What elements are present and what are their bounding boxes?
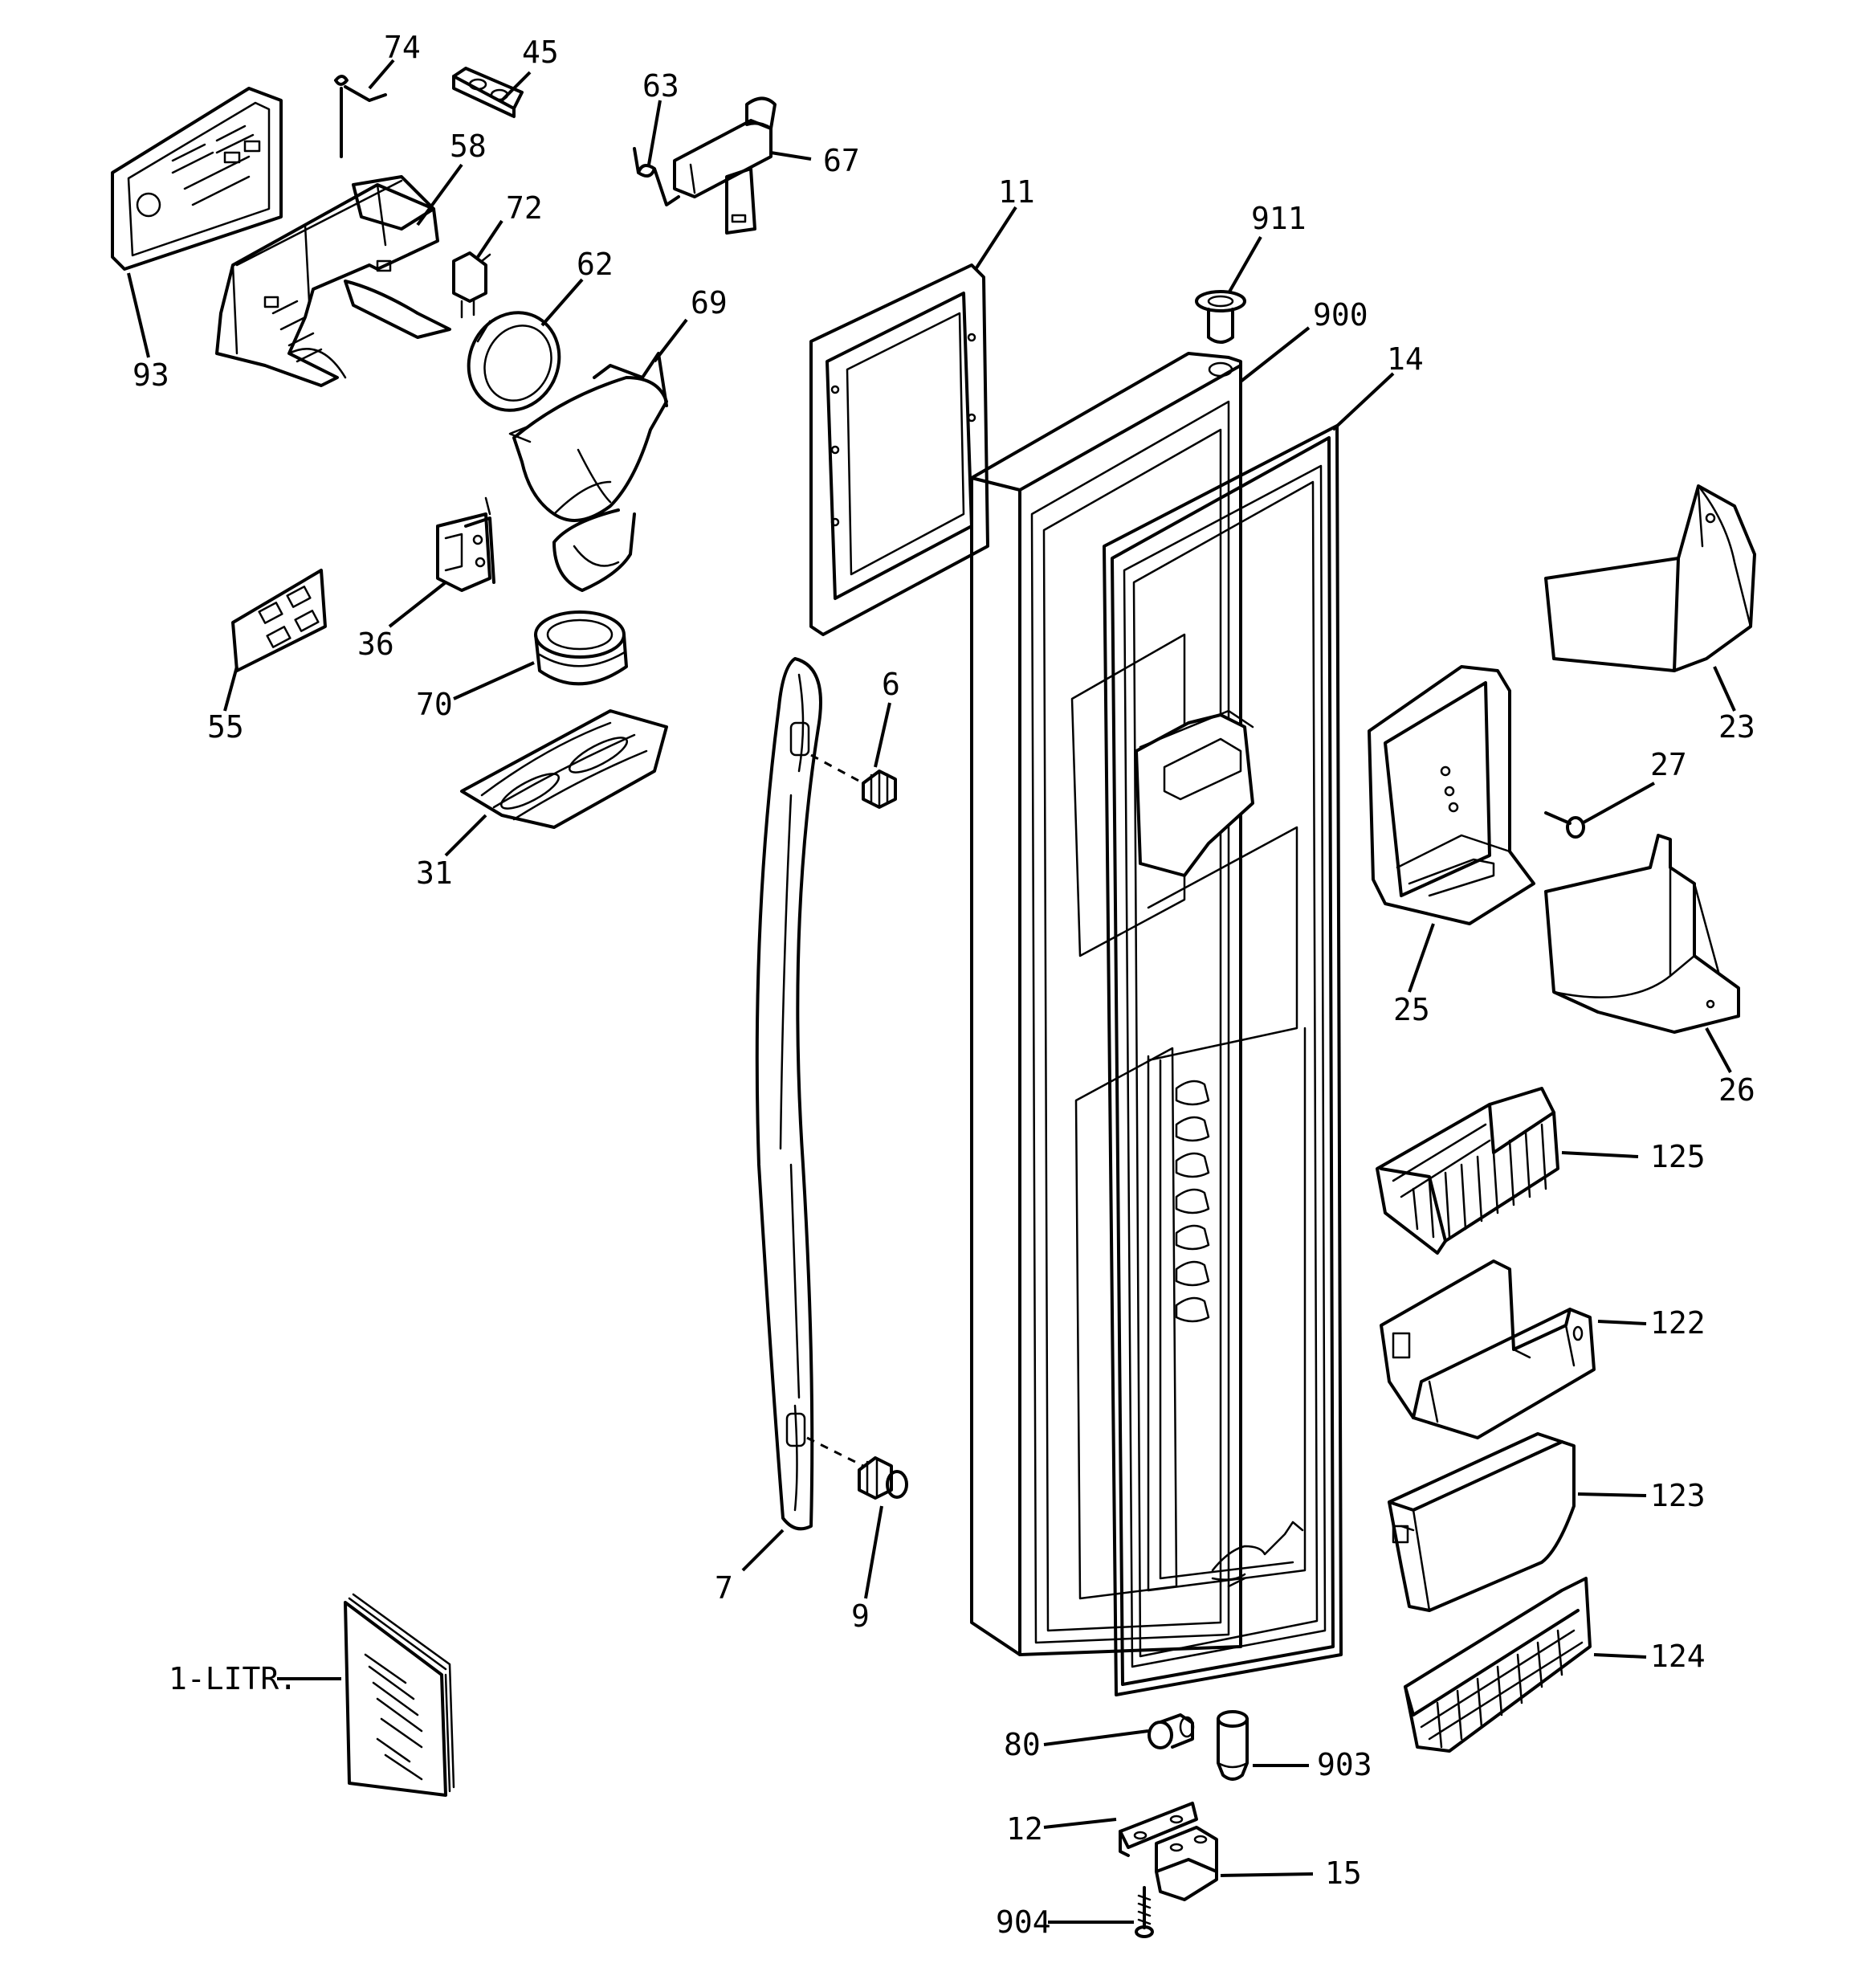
part-904-screw: [1135, 1886, 1154, 1938]
callout-900: 900: [1313, 297, 1368, 333]
part-55-board: [231, 569, 327, 672]
callout-12: 12: [1006, 1811, 1043, 1847]
callout-911: 911: [1251, 201, 1307, 236]
part-9-stud: [806, 1436, 908, 1500]
part-23-dispenser-cover: [1544, 484, 1756, 672]
callout-125: 125: [1650, 1139, 1706, 1174]
part-72-switch: [452, 251, 491, 319]
part-69-ice-chute: [508, 352, 668, 592]
callout-123: 123: [1650, 1478, 1706, 1513]
callout-26: 26: [1718, 1072, 1755, 1108]
callout-labels: 74 45 63 67 58 72 62 69 93 11 911 900 14…: [132, 30, 1755, 1940]
part-125-wire-shelf: [1376, 1087, 1559, 1255]
callout-70: 70: [416, 687, 453, 722]
callout-74: 74: [384, 30, 421, 65]
part-911-bushing: [1195, 290, 1246, 344]
part-31-drip-tray: [460, 709, 668, 829]
part-12-hinge-plate: [1119, 1802, 1198, 1857]
part-74-spring: [334, 75, 387, 158]
part-11-dispenser-frame: [809, 263, 989, 636]
part-1-litr-literature: [344, 1593, 455, 1797]
callout-45: 45: [522, 35, 559, 70]
part-25-bin: [1368, 665, 1535, 925]
part-70-collar: [534, 610, 628, 686]
callout-7: 7: [715, 1570, 733, 1606]
part-123-bin: [1388, 1432, 1576, 1612]
callout-55: 55: [207, 709, 244, 745]
part-63-spring: [633, 147, 680, 206]
callout-27: 27: [1650, 747, 1687, 782]
callout-31: 31: [416, 855, 453, 891]
callout-36: 36: [357, 627, 394, 662]
callout-122: 122: [1650, 1305, 1706, 1341]
callout-6: 6: [882, 667, 900, 702]
callout-69: 69: [691, 285, 728, 320]
callout-1-litr: 1-LITR.: [169, 1661, 297, 1696]
callout-15: 15: [1325, 1855, 1362, 1891]
part-26-bin: [1544, 834, 1740, 1034]
callout-124: 124: [1650, 1639, 1706, 1674]
callout-72: 72: [506, 190, 543, 226]
part-93-control-panel: [111, 87, 283, 271]
part-36-bracket: [436, 496, 495, 592]
part-15-hinge: [1155, 1826, 1218, 1901]
callout-67: 67: [823, 143, 860, 178]
part-62-ring: [467, 311, 561, 412]
part-27-screw: [1544, 811, 1585, 839]
callout-58: 58: [450, 129, 487, 164]
part-58-dispenser-housing: [215, 175, 451, 387]
leader-lines: [127, 59, 1736, 1924]
callout-93: 93: [132, 357, 169, 393]
part-124-wire-basket: [1404, 1577, 1592, 1753]
callout-11: 11: [998, 174, 1035, 210]
callout-904: 904: [996, 1904, 1051, 1940]
callout-62: 62: [577, 247, 614, 282]
part-6-stud: [810, 753, 897, 809]
part-903-pin: [1217, 1710, 1249, 1781]
callout-14: 14: [1387, 341, 1424, 377]
callout-63: 63: [642, 68, 679, 104]
callout-23: 23: [1718, 709, 1755, 745]
dispenser-paddles: [1175, 1080, 1210, 1323]
part-122-bin: [1380, 1259, 1596, 1439]
part-900-door: [970, 352, 1242, 1656]
part-14-gasket: [1103, 424, 1343, 1696]
part-80-bushing: [1148, 1713, 1195, 1749]
callout-25: 25: [1393, 992, 1430, 1027]
callout-9: 9: [851, 1598, 870, 1634]
part-7-door-handle: [755, 657, 822, 1531]
callout-80: 80: [1004, 1727, 1041, 1762]
callout-903: 903: [1317, 1747, 1372, 1782]
part-67-actuator: [673, 96, 777, 235]
